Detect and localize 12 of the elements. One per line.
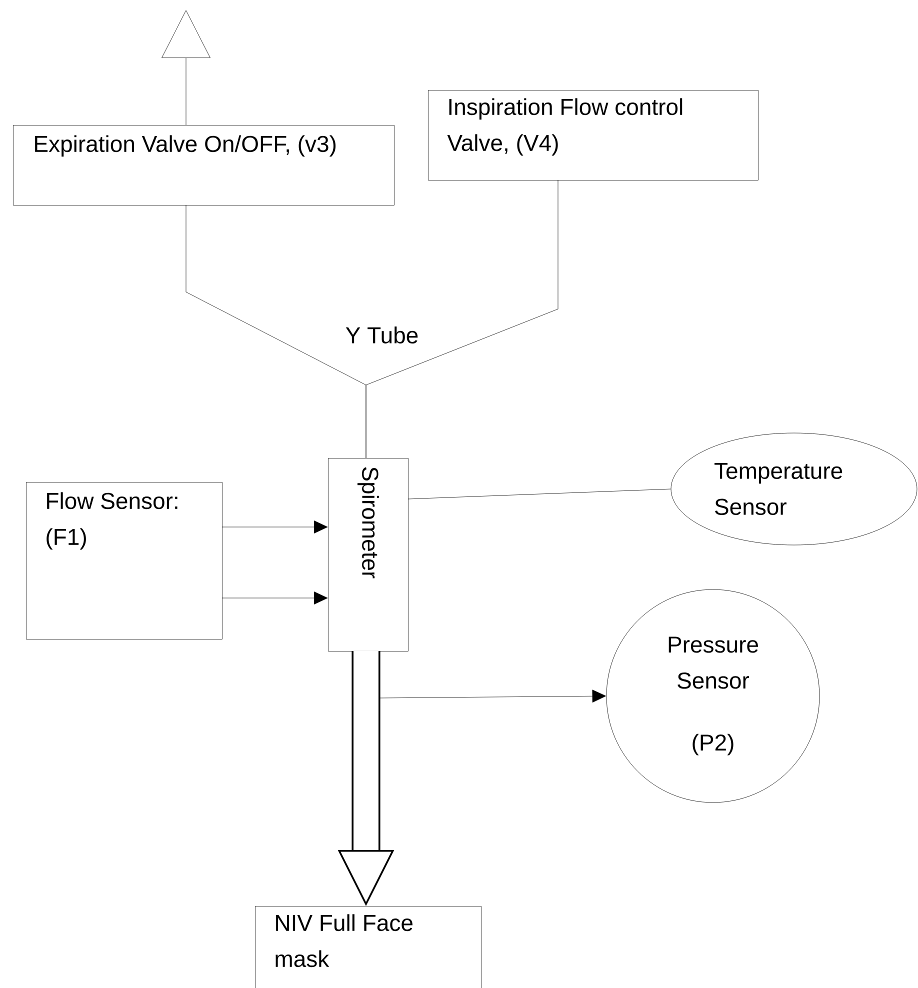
arrow [222,592,328,604]
process-box: Flow Sensor: (F1) [26,482,222,640]
spirometer-box: Spirometer [328,458,408,652]
arrow [162,10,210,126]
connector-line [408,488,671,500]
connector-line [366,180,558,458]
process-box: Inspiration Flow control Valve, (V4) [428,90,758,180]
arrow [378,690,606,703]
arrow [222,520,328,534]
process-box: NIV Full Face mask [255,906,482,988]
process-box: Expiration Valve On/OFF, (v3) [13,125,394,206]
tube-label: Y Tube [346,326,418,344]
